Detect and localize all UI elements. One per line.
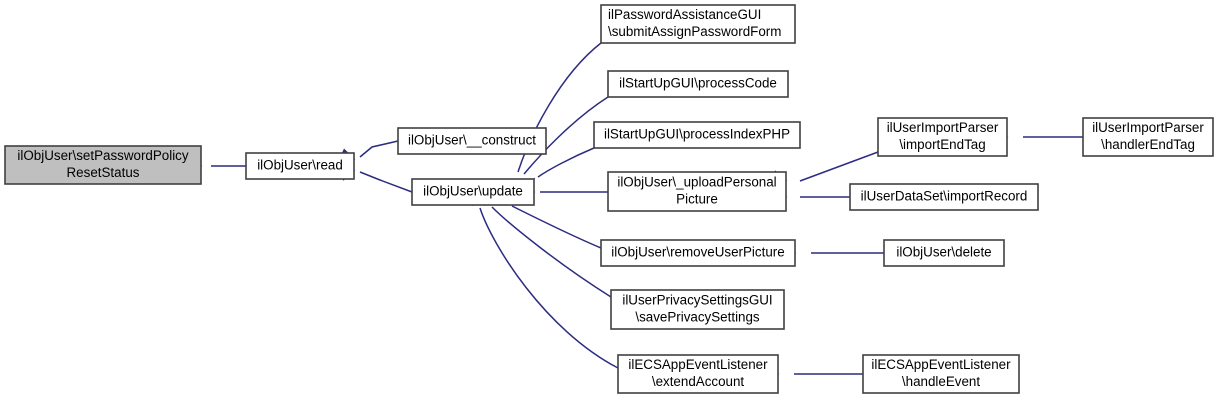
graph-node-importRecord[interactable]: ilUserDataSet\importRecord — [849, 183, 1039, 211]
call-edge — [479, 207, 619, 369]
node-label-line: ilECSAppEventListener — [871, 357, 1011, 372]
graph-node-submitAssignPasswordForm[interactable]: ilPasswordAssistanceGUI \submitAssignPass… — [600, 4, 796, 44]
graph-node-processCode[interactable]: ilStartUpGUI\processCode — [607, 70, 789, 98]
node-box — [617, 354, 779, 394]
call-edge — [491, 206, 612, 298]
node-box — [877, 117, 1008, 157]
node-box — [245, 152, 355, 180]
node-label-line: \submitAssignPasswordForm — [608, 24, 781, 39]
node-box — [600, 4, 796, 44]
node-box-highlighted — [4, 145, 202, 185]
graph-node-processIndexPHP[interactable]: ilStartUpGUI\processIndexPHP — [593, 121, 801, 149]
node-box — [607, 70, 789, 98]
node-label-line: ilObjUser\delete — [896, 245, 991, 260]
node-label-line: \importEndTag — [899, 137, 985, 152]
call-edge — [359, 171, 413, 193]
node-label-line: ilPasswordAssistanceGUI — [608, 7, 761, 22]
node-box — [397, 127, 547, 155]
call-edge — [359, 140, 399, 158]
node-label-line: ilStartUpGUI\processIndexPHP — [604, 127, 790, 142]
node-label-line: ilObjUser\setPasswordPolicy — [17, 148, 188, 163]
graph-node-read[interactable]: ilObjUser\read — [245, 152, 355, 180]
node-box — [849, 183, 1039, 211]
node-label-line: ilUserDataSet\importRecord — [861, 189, 1028, 204]
node-box — [600, 239, 796, 267]
call-edge — [799, 151, 879, 182]
graph-node-delete[interactable]: ilObjUser\delete — [883, 239, 1005, 267]
node-box — [883, 239, 1005, 267]
call-edge — [523, 96, 609, 175]
node-label-line: \extendAccount — [652, 374, 745, 389]
node-box — [610, 289, 785, 330]
call-edge — [537, 147, 595, 178]
graph-node-removeUserPicture[interactable]: ilObjUser\removeUserPicture — [600, 239, 796, 267]
call-edge — [511, 205, 602, 249]
node-label-line: ilObjUser\__construct — [408, 133, 536, 148]
node-label-line: ilStartUpGUI\processCode — [619, 76, 777, 91]
node-box — [411, 178, 535, 206]
graph-node-handlerEndTag[interactable]: ilUserImportParser \handlerEndTag — [1082, 117, 1214, 157]
node-label-line: ilUserImportParser — [1092, 120, 1204, 135]
node-label-line: ilObjUser\read — [257, 158, 343, 173]
node-label-line: \savePrivacySettings — [635, 310, 760, 325]
node-box — [862, 354, 1020, 394]
graph-node-savePrivacySettings[interactable]: ilUserPrivacySettingsGUI \savePrivacySett… — [610, 289, 785, 330]
graph-node-importEndTag[interactable]: ilUserImportParser \importEndTag — [877, 117, 1008, 157]
node-label-line: ilObjUser\_uploadPersonal — [617, 175, 776, 190]
graph-node-handleEvent[interactable]: ilECSAppEventListener \handleEvent — [862, 354, 1020, 394]
node-box — [593, 121, 801, 149]
graph-node-update[interactable]: ilObjUser\update — [411, 178, 535, 206]
node-label-line: ilUserImportParser — [887, 120, 999, 135]
node-box — [607, 171, 787, 212]
node-label-line: \handlerEndTag — [1101, 137, 1195, 152]
graph-node-construct[interactable]: ilObjUser\__construct — [397, 127, 547, 155]
node-label-line: ilECSAppEventListener — [628, 357, 768, 372]
call-edge — [517, 42, 602, 173]
node-label-line: ResetStatus — [67, 165, 140, 180]
node-label-line: ilObjUser\update — [423, 184, 523, 199]
node-label-line: Picture — [676, 192, 718, 207]
graph-node-extendAccount[interactable]: ilECSAppEventListener \extendAccount — [617, 354, 779, 394]
edge-layer — [211, 42, 1083, 375]
node-label-line: \handleEvent — [902, 374, 980, 389]
node-label-line: ilObjUser\removeUserPicture — [611, 245, 784, 260]
node-label-line: ilUserPrivacySettingsGUI — [622, 293, 772, 308]
node-box — [1082, 117, 1214, 157]
